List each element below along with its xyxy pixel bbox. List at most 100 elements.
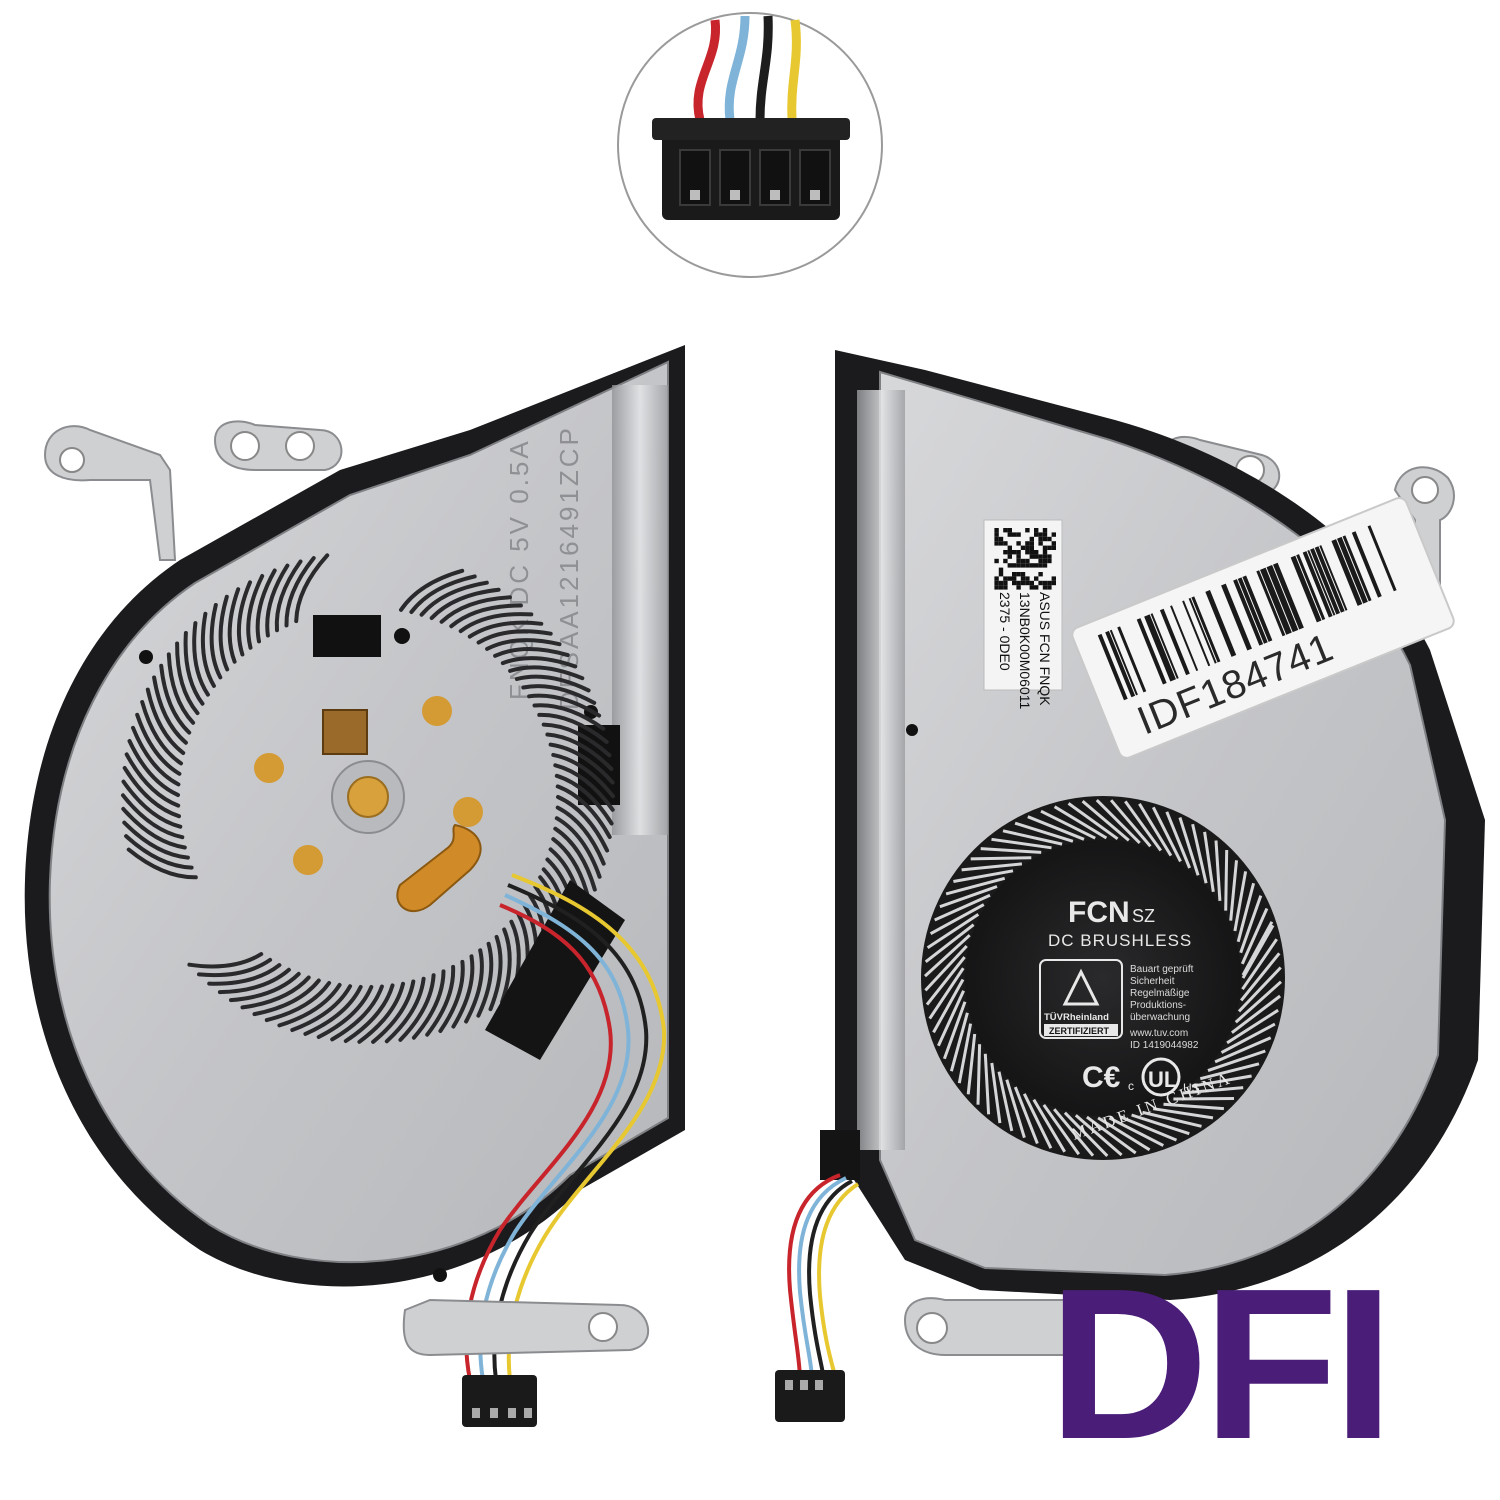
impeller-blade <box>953 869 1014 883</box>
barcode-bar <box>1260 567 1292 635</box>
qr-label-line2: 13NB0K00M06011 <box>1017 592 1033 709</box>
vent-slot <box>514 674 591 693</box>
vent-slot <box>240 975 311 1010</box>
impeller-blade <box>1220 1022 1276 1054</box>
qr-module <box>1020 580 1026 586</box>
qr-module <box>1025 545 1030 551</box>
left-solder-pad-2 <box>254 753 284 783</box>
vent-slot <box>207 963 282 986</box>
impeller-blade <box>929 903 985 936</box>
tuv-url: www.tuv.com <box>1129 1028 1188 1039</box>
impeller-blade <box>1053 1108 1095 1157</box>
vent-slot <box>217 967 291 995</box>
qr-module <box>1020 572 1026 577</box>
vent-slot <box>343 983 395 1043</box>
impeller-blade <box>1040 809 1096 840</box>
right-wire-yellow <box>817 1182 860 1381</box>
qr-module <box>998 541 1004 546</box>
qr-module <box>1016 558 1021 564</box>
impeller-blade <box>1151 806 1182 863</box>
qr-module <box>1025 550 1030 555</box>
right-bracket-bottom <box>903 1297 1081 1356</box>
impeller-blade <box>997 1071 1014 1132</box>
impeller-blade <box>990 1062 1002 1124</box>
impeller-blade <box>1022 1093 1053 1149</box>
vent-slot <box>294 553 330 624</box>
barcode-bar <box>1296 554 1326 621</box>
vent-slot <box>500 656 578 669</box>
qr-module <box>1029 563 1034 568</box>
qr-module <box>1033 563 1039 568</box>
right-wire-red <box>787 1173 841 1381</box>
impeller-blade <box>957 1023 973 1084</box>
barcode-bar <box>1319 545 1348 611</box>
vent-slot <box>227 587 241 664</box>
qr-module <box>1007 576 1012 581</box>
svg-text:UL: UL <box>1148 1067 1177 1092</box>
qr-module <box>1007 563 1012 568</box>
impeller-blade <box>1108 1116 1164 1147</box>
impeller-blade <box>1081 800 1130 842</box>
right-wire-black <box>807 1179 853 1381</box>
barcode-bar <box>1237 577 1268 644</box>
barcode-bar <box>1170 605 1199 672</box>
vent-slot <box>265 563 290 638</box>
qr-module <box>1020 576 1026 581</box>
qr-module <box>1003 558 1008 564</box>
qr-module <box>994 558 999 564</box>
left-solder-pad-3 <box>293 845 323 875</box>
impeller-blade <box>1131 1113 1190 1136</box>
vent-slot <box>303 984 363 1036</box>
qr-module <box>1047 558 1052 564</box>
vent-slot <box>541 722 612 758</box>
impeller-blade <box>1086 1115 1137 1155</box>
barcode-bar <box>1314 546 1345 613</box>
qr-module <box>1007 554 1012 559</box>
barcode-bar <box>1342 535 1372 602</box>
barcode-bar <box>1302 551 1333 618</box>
left-wire-blue <box>478 893 631 1381</box>
qr-module <box>1025 580 1030 586</box>
impeller-blade <box>1241 924 1275 979</box>
vent-slot <box>554 773 614 826</box>
qr-module <box>1012 550 1017 555</box>
svg-text:US: US <box>1183 1081 1200 1095</box>
right-rail <box>855 390 905 1150</box>
barcode-bar <box>1144 614 1176 682</box>
vent-slot <box>255 568 277 644</box>
impeller-blade <box>1191 1074 1252 1088</box>
barcode-bar <box>1188 597 1217 664</box>
right-hub <box>965 840 1241 1116</box>
barcode-bar <box>1242 575 1273 642</box>
vent-slot <box>545 732 614 771</box>
qr-module <box>1007 545 1012 551</box>
qr-module <box>1020 563 1026 568</box>
cert-line-1: Bauart geprüft <box>1130 964 1194 975</box>
impeller-blade <box>932 978 965 1034</box>
impeller-blade <box>1236 882 1256 943</box>
left-solder-pad-1 <box>422 696 452 726</box>
vent-slot <box>316 985 374 1039</box>
qr-module <box>994 532 999 537</box>
vent-slot <box>252 978 321 1017</box>
vent-slot <box>398 973 436 1042</box>
vent-slot <box>357 981 405 1044</box>
dfi-watermark: DFI <box>1048 1243 1388 1484</box>
qr-module <box>1029 536 1034 542</box>
qr-module <box>1033 554 1039 559</box>
qr-module <box>1038 536 1043 542</box>
right-wire-clip <box>820 1130 860 1180</box>
qr-module <box>1025 563 1030 568</box>
qr-module <box>1038 572 1043 577</box>
left-bracket-bottom <box>402 1298 649 1357</box>
left-black-tape <box>485 880 625 1060</box>
barcode-bar <box>1307 549 1336 616</box>
impeller-blade <box>1234 980 1282 1024</box>
qr-module <box>1012 563 1017 568</box>
tuv-mark: TÜVRheinland ZERTIFIZIERT <box>1039 959 1123 1039</box>
qr-module <box>994 536 999 542</box>
wire-red <box>693 19 721 122</box>
barcode-bar <box>1105 630 1136 698</box>
qr-module <box>1038 554 1043 559</box>
qr-module <box>1051 576 1056 581</box>
